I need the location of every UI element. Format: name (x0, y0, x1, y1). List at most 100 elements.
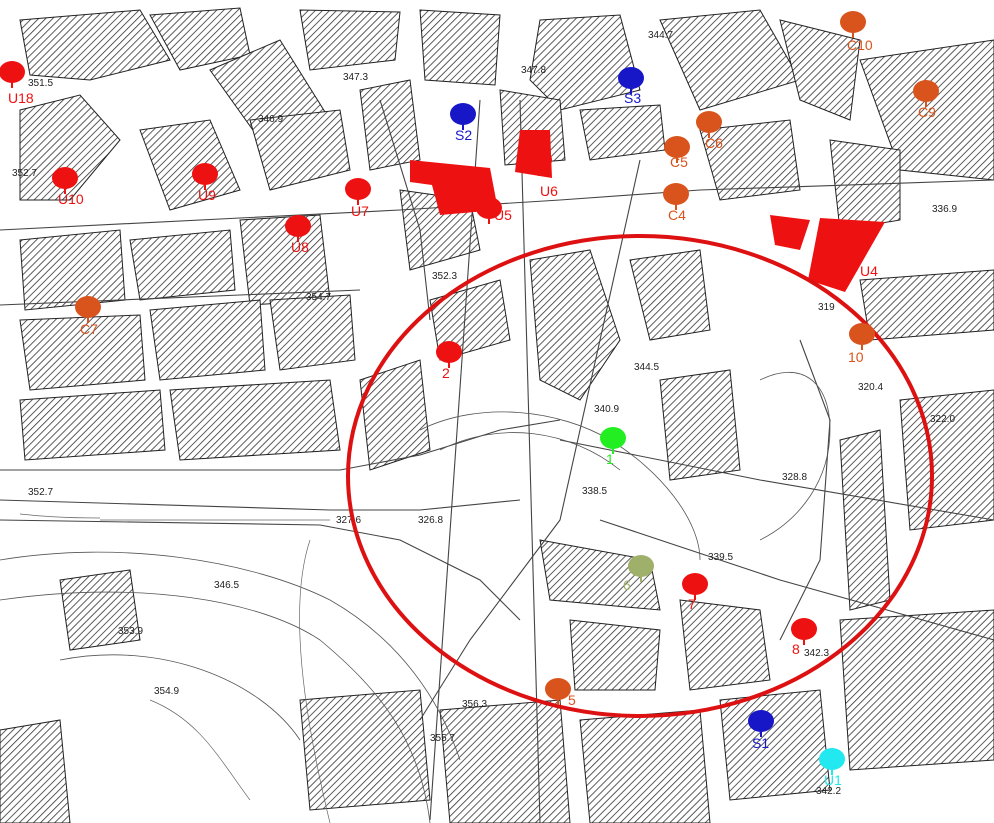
marker-pin-icon (849, 323, 875, 345)
marker-label: 7 (688, 596, 696, 612)
elevation-label: 346.5 (214, 580, 239, 591)
elevation-label: 347.3 (343, 72, 368, 83)
elevation-label: 322.0 (930, 414, 955, 425)
elevation-label: 352.3 (432, 271, 457, 282)
map-marker[interactable]: 10 (848, 323, 875, 365)
map-marker[interactable]: 1 (600, 427, 626, 467)
marker-pin-icon (526, 149, 552, 171)
marker-pin-icon (791, 618, 817, 640)
marker-label: 5 (568, 692, 576, 708)
elevation-label: 354.9 (154, 686, 179, 697)
elevation-label: 319 (818, 302, 835, 313)
marker-label: C6 (705, 135, 723, 151)
marker-pin-icon (664, 136, 690, 158)
elevation-label: 355.7 (430, 733, 455, 744)
marker-label: S1 (752, 735, 769, 751)
marker-label: U8 (291, 239, 309, 255)
elevation-label: 353.9 (118, 626, 143, 637)
marker-pin-icon (913, 80, 939, 102)
marker-label: 8 (792, 641, 800, 657)
marker-label: 10 (848, 349, 864, 365)
marker-pin-icon (840, 11, 866, 33)
marker-label: U18 (8, 90, 34, 106)
marker-label: C5 (670, 154, 688, 170)
elevation-label: 352.7 (12, 168, 37, 179)
building-u5 (410, 160, 498, 215)
marker-label: C7 (80, 321, 98, 337)
marker-label: U6 (540, 183, 558, 199)
marker-pin-icon (833, 254, 859, 276)
elevation-label: 347.8 (521, 65, 546, 76)
marker-label: U10 (58, 191, 84, 207)
map-marker[interactable]: 5 (545, 678, 576, 708)
elevation-labels: 351.5347.3347.8344.7346.9352.7340336.935… (12, 30, 957, 797)
map-marker[interactable]: C9 (913, 80, 939, 120)
map-marker[interactable]: U10 (52, 167, 84, 207)
elevation-label: 340.9 (594, 404, 619, 415)
elevation-label: 346.9 (258, 114, 283, 125)
marker-label: U9 (198, 187, 216, 203)
map-marker[interactable]: C4 (663, 183, 689, 223)
marker-label: 1 (606, 451, 614, 467)
marker-pin-icon (696, 111, 722, 133)
marker-label: S3 (624, 90, 641, 106)
marker-label: 6 (623, 577, 631, 593)
map-marker[interactable]: U18 (0, 61, 34, 106)
map-marker[interactable]: U9 (192, 163, 218, 203)
elevation-label: 344.7 (648, 30, 673, 41)
map-marker[interactable]: C7 (75, 296, 101, 337)
marker-pin-icon (192, 163, 218, 185)
marker-pin-icon (436, 341, 462, 363)
marker-pin-icon (545, 678, 571, 700)
elevation-label: 327.6 (336, 515, 361, 526)
map-marker[interactable]: S3 (618, 67, 644, 106)
map-marker[interactable]: U5 (476, 197, 512, 224)
map-marker[interactable]: 6 (623, 555, 654, 593)
map-marker[interactable]: U8 (285, 215, 311, 255)
marker-label: U1 (824, 772, 842, 788)
marker-pin-icon (450, 103, 476, 125)
elevation-label: 356.3 (462, 699, 487, 710)
map-marker[interactable]: C6 (696, 111, 723, 151)
study-area-circle (346, 234, 934, 718)
map-marker[interactable]: 2 (436, 341, 462, 381)
map-marker[interactable]: U7 (345, 178, 371, 219)
marker-pin-icon (52, 167, 78, 189)
marker-pin-icon (819, 748, 845, 770)
map-marker[interactable]: U4 (833, 254, 878, 281)
marker-label: U5 (494, 207, 512, 223)
marker-pin-icon (0, 61, 25, 83)
elevation-label: 328.8 (782, 472, 807, 483)
elevation-label: 339.5 (708, 552, 733, 563)
map-marker[interactable]: U6 (526, 149, 558, 199)
marker-label: 2 (442, 365, 450, 381)
marker-pin-icon (75, 296, 101, 318)
marker-pin-icon (618, 67, 644, 89)
marker-pin-icon (600, 427, 626, 449)
elevation-label: 351.5 (28, 78, 53, 89)
marker-pin-icon (476, 197, 502, 219)
map-marker[interactable]: 8 (791, 618, 817, 657)
map-marker[interactable]: S2 (450, 103, 476, 143)
marker-pin-icon (345, 178, 371, 200)
marker-label: U4 (860, 263, 878, 279)
elevation-label: 344.5 (634, 362, 659, 373)
elevation-label: 326.8 (418, 515, 443, 526)
map-marker[interactable]: 7 (682, 573, 708, 612)
elevation-label: 342.2 (816, 786, 841, 797)
marker-label: C9 (918, 104, 936, 120)
elevation-label: 352.7 (28, 487, 53, 498)
marker-pin-icon (663, 183, 689, 205)
map-marker[interactable]: C10 (840, 11, 873, 53)
marker-pin-icon (748, 710, 774, 732)
marker-label: S2 (455, 127, 472, 143)
marker-pin-icon (682, 573, 708, 595)
marker-pin-icon (628, 555, 654, 577)
map-marker[interactable]: U1 (819, 748, 845, 788)
map-marker[interactable]: C5 (664, 136, 690, 170)
marker-label: C10 (847, 37, 873, 53)
elevation-label: 338.5 (582, 486, 607, 497)
map-marker[interactable]: S1 (748, 710, 774, 751)
